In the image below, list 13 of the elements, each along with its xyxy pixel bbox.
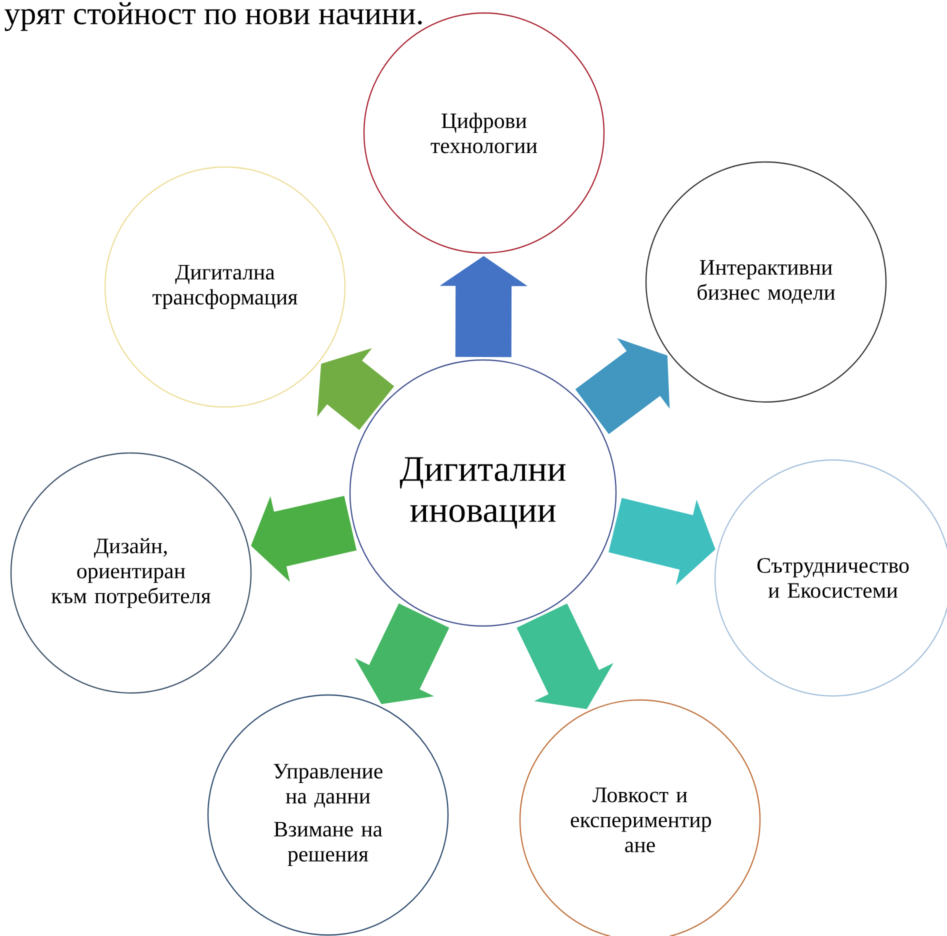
block-arrow xyxy=(608,498,716,586)
circle-node: Интерактивни бизнес модели xyxy=(645,161,887,403)
block-arrow xyxy=(440,256,528,358)
circle-node: Дигитална трансформация xyxy=(104,166,346,408)
block-arrow xyxy=(317,348,394,430)
circle-node: Дигитални иновации xyxy=(349,359,617,627)
circle-node: Дизайн, ориентиран към потребителя xyxy=(10,452,252,694)
block-arrow xyxy=(250,496,357,582)
block-arrow xyxy=(354,603,450,704)
block-arrow xyxy=(516,603,614,710)
partial-text-line: урят стойност по нови начини. xyxy=(4,2,422,31)
block-arrow xyxy=(575,338,670,434)
circle-node: Управление на данни Взимане на решения xyxy=(207,694,449,936)
